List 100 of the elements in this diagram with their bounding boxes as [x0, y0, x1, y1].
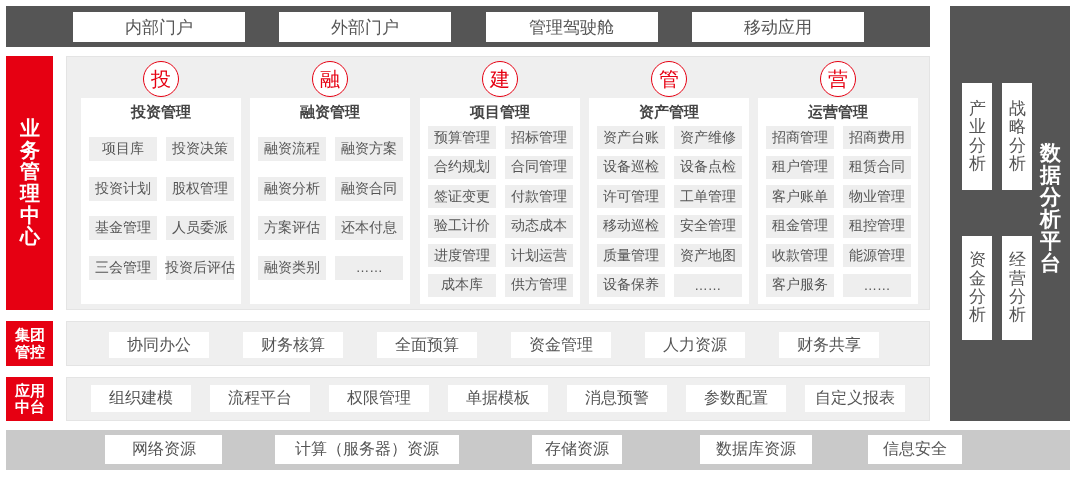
- function-box: 客户账单: [766, 185, 834, 208]
- analysis-box: 经营分析: [1002, 236, 1032, 340]
- function-box: 人员委派: [166, 216, 234, 240]
- function-box: 全面预算: [377, 332, 477, 358]
- function-box: 验工计价: [427, 214, 496, 238]
- function-box: 招标管理: [504, 126, 573, 149]
- function-box: 三会管理: [89, 255, 157, 280]
- function-box: 资产维修: [673, 126, 742, 149]
- function-box: 签证变更: [427, 185, 496, 208]
- function-box: 消息预警: [567, 385, 667, 412]
- function-box: 组织建模: [91, 385, 191, 412]
- function-box: 资产台账: [596, 126, 665, 149]
- analysis-box: 产业分析: [962, 83, 992, 190]
- portal-box: 外部门户: [279, 12, 452, 42]
- module-card: [81, 98, 241, 304]
- portal-box: 内部门户: [73, 12, 245, 42]
- function-box: 租金管理: [766, 214, 834, 238]
- function-box: 投资计划: [89, 176, 157, 201]
- function-box: 租户管理: [766, 155, 834, 179]
- function-box: 许可管理: [596, 185, 665, 208]
- infrastructure-band: [6, 430, 1070, 470]
- analysis-box: 资金分析: [962, 236, 992, 340]
- function-box: 财务共享: [779, 332, 879, 358]
- platform-title: 数据分析平台: [1039, 142, 1061, 275]
- function-box: 参数配置: [686, 385, 786, 412]
- capability-band: [66, 377, 930, 421]
- portal-bar: [6, 6, 930, 47]
- function-box: 自定义报表: [805, 385, 905, 412]
- function-box: 物业管理: [843, 185, 911, 208]
- card-heading: 项目管理: [468, 103, 531, 122]
- function-box: 合约规划: [427, 155, 496, 179]
- function-box: 投资决策: [166, 137, 234, 161]
- function-box: 设备巡检: [596, 155, 665, 179]
- character-circle: 营: [820, 61, 856, 97]
- character-circle: 管: [650, 61, 687, 97]
- function-box: 融资方案: [335, 137, 404, 161]
- function-box: 付款管理: [504, 185, 573, 208]
- function-box: 权限管理: [329, 385, 429, 412]
- function-box: 招商费用: [843, 126, 911, 149]
- function-box: 进度管理: [427, 244, 496, 267]
- function-box: 招商管理: [766, 126, 834, 149]
- function-box: 工单管理: [673, 185, 742, 208]
- card-heading: 运营管理: [807, 103, 869, 122]
- function-box: 资产地图: [673, 244, 742, 267]
- function-box: ……: [673, 273, 742, 297]
- function-box: 合同管理: [504, 155, 573, 179]
- section-label: 业务管理中心: [6, 56, 53, 310]
- function-box: 人力资源: [645, 332, 745, 358]
- function-box: 安全管理: [673, 214, 742, 238]
- function-box: 成本库: [427, 273, 496, 297]
- resource-box: 存储资源: [532, 435, 622, 464]
- character-circle: 建: [481, 61, 518, 97]
- function-box: 租控管理: [843, 214, 911, 238]
- resource-box: 网络资源: [105, 435, 222, 464]
- function-box: ……: [335, 255, 404, 280]
- function-box: 预算管理: [427, 126, 496, 149]
- character-circle: 投: [143, 61, 179, 97]
- function-box: 资金管理: [511, 332, 611, 358]
- function-box: 基金管理: [89, 216, 157, 240]
- function-box: 客户服务: [766, 273, 834, 297]
- function-box: 质量管理: [596, 244, 665, 267]
- card-heading: 融资管理: [299, 103, 362, 122]
- function-box: 租赁合同: [843, 155, 911, 179]
- function-box: 项目库: [89, 137, 157, 161]
- function-box: 财务核算: [243, 332, 343, 358]
- module-panel: [66, 56, 930, 310]
- resource-box: 数据库资源: [700, 435, 812, 464]
- module-card: [250, 98, 411, 304]
- function-box: 股权管理: [166, 176, 234, 201]
- function-box: 投资后评估: [166, 255, 234, 280]
- function-box: 设备保养: [596, 273, 665, 297]
- function-box: 动态成本: [504, 214, 573, 238]
- platform-panel: [950, 6, 1070, 421]
- function-box: 流程平台: [210, 385, 310, 412]
- function-box: 融资分析: [258, 176, 327, 201]
- analysis-box: 战略分析: [1002, 83, 1032, 190]
- module-card: [758, 98, 918, 304]
- function-box: 移动巡检: [596, 214, 665, 238]
- function-box: 方案评估: [258, 216, 327, 240]
- function-box: 融资合同: [335, 176, 404, 201]
- function-box: 能源管理: [843, 244, 911, 267]
- function-box: ……: [843, 273, 911, 297]
- card-heading: 资产管理: [637, 103, 700, 122]
- portal-box: 管理驾驶舱: [485, 12, 658, 42]
- character-circle: 融: [312, 61, 349, 97]
- module-card: [588, 98, 749, 304]
- function-box: 收款管理: [766, 244, 834, 267]
- resource-box: 计算（服务器）资源: [275, 435, 459, 464]
- card-heading: 投资管理: [129, 103, 192, 122]
- function-box: 单据模板: [448, 385, 548, 412]
- portal-box: 移动应用: [691, 12, 864, 42]
- function-box: 还本付息: [335, 216, 404, 240]
- function-box: 融资流程: [258, 137, 327, 161]
- module-card: [419, 98, 580, 304]
- resource-box: 信息安全: [868, 435, 962, 464]
- section-label: 集团管控: [6, 321, 53, 366]
- capability-band: [66, 321, 930, 366]
- function-box: 计划运营: [504, 244, 573, 267]
- function-box: 设备点检: [673, 155, 742, 179]
- function-box: 融资类别: [258, 255, 327, 280]
